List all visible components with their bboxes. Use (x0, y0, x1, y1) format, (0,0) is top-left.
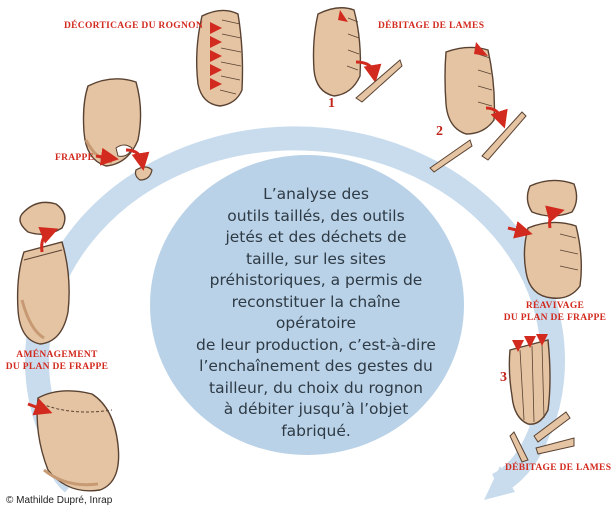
blade (429, 139, 473, 173)
step-number-1: 1 (328, 96, 335, 111)
strike-arrow-icon (95, 147, 119, 166)
label-amenagement: AMÉNAGEMENT DU PLAN DE FRAPPE (2, 349, 112, 373)
label-reavivage-line-2: DU PLAN DE FRAPPE (503, 313, 607, 323)
image-credit: © Mathilde Dupré, Inrap (6, 495, 113, 506)
label-frappe: FRAPPE (55, 153, 95, 163)
flake-arrows-icon (210, 22, 222, 90)
center-disc (150, 155, 464, 455)
blade (533, 411, 571, 443)
label-decorticage: DÉCORTICAGE DU ROGNON (64, 21, 203, 31)
center-text-line: de leur production, c’est-à-dire (196, 335, 436, 354)
center-description: L’analyse des outils taillés, des outils… (196, 184, 436, 442)
step-number-2: 2 (436, 124, 443, 139)
core-step-1 (312, 7, 403, 103)
center-text-line: reconstituer la chaîne opératoire (231, 292, 401, 333)
center-text-line: fabriqué. (281, 421, 351, 440)
center-text-line: à débiter jusqu’à l’objet (223, 400, 409, 418)
flake-arrow-icon (125, 148, 150, 171)
strike-arrow-icon (27, 398, 53, 416)
nodule-decortication (195, 9, 244, 107)
label-debitage-top: DÉBITAGE DE LAMES (378, 21, 485, 31)
label-reavivage-line-1: RÉAVIVAGE (525, 301, 585, 311)
lift-arrow-icon (545, 205, 565, 229)
blade-arrow-icon (355, 60, 382, 83)
core-step-2 (429, 42, 527, 173)
center-text-line: tailleur, du choix du rognon (209, 378, 423, 397)
label-reavivage: RÉAVIVAGE DU PLAN DE FRAPPE (496, 300, 613, 324)
blade-arrow-icon (485, 106, 508, 129)
nodule-decapped (16, 201, 70, 345)
center-text-line: l’enchaînement des gestes du (199, 357, 433, 375)
blade (509, 431, 529, 463)
center-text-line: jetés et des déchets de (225, 228, 407, 246)
blade-arrows-icon (512, 334, 548, 352)
nodule-frappe (82, 78, 153, 181)
strike-arrow-icon (507, 221, 533, 239)
lift-arrow-icon (38, 226, 59, 253)
center-text-line: L’analyse des (263, 185, 369, 203)
blade (355, 59, 403, 103)
center-text-line: outils taillés, des outils (227, 206, 405, 225)
center-text-line: taille, sur les sites (246, 249, 386, 268)
blade (535, 437, 575, 455)
blade (481, 111, 527, 161)
label-amenagement-line-2: DU PLAN DE FRAPPE (5, 362, 109, 372)
label-amenagement-line-1: AMÉNAGEMENT (16, 350, 98, 360)
center-text-line: préhistoriques, a permis de (209, 271, 423, 289)
core-rejuvenation (507, 179, 583, 299)
core-step-3 (508, 334, 575, 463)
label-debitage-bottom: DÉBITAGE DE LAMES (505, 463, 612, 473)
cycle-arrowhead-icon (484, 466, 515, 500)
step-number-3: 3 (500, 370, 507, 385)
nodule-raw (27, 390, 120, 492)
